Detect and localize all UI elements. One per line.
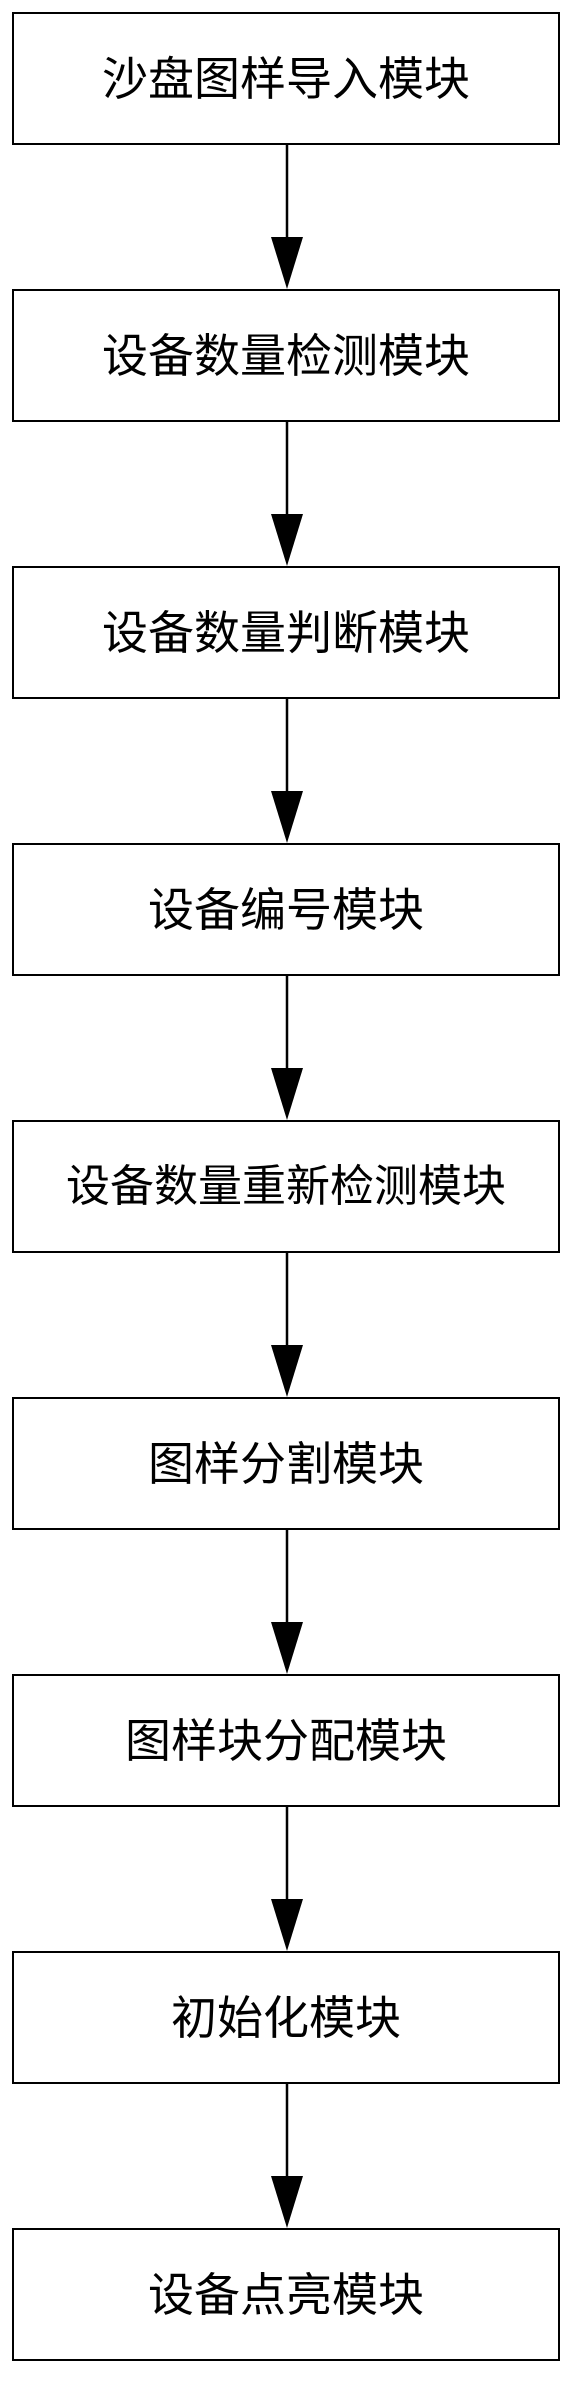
- arrow-3-to-4: [271, 699, 303, 843]
- node-label: 沙盘图样导入模块: [102, 51, 470, 106]
- node-label: 设备编号模块: [148, 882, 424, 937]
- node-label: 设备数量判断模块: [102, 605, 470, 660]
- node-pattern-segmentation: 图样分割模块: [12, 1397, 560, 1530]
- node-pattern-block-allocation: 图样块分配模块: [12, 1674, 560, 1807]
- node-device-numbering: 设备编号模块: [12, 843, 560, 976]
- node-device-count-detection: 设备数量检测模块: [12, 289, 560, 422]
- node-label: 图样块分配模块: [125, 1713, 447, 1768]
- node-label: 设备数量重新检测模块: [66, 1160, 506, 1212]
- node-device-count-redetection: 设备数量重新检测模块: [12, 1120, 560, 1253]
- arrow-6-to-7: [271, 1530, 303, 1674]
- node-device-count-judgment: 设备数量判断模块: [12, 566, 560, 699]
- node-label: 设备数量检测模块: [102, 328, 470, 383]
- arrow-4-to-5: [271, 976, 303, 1120]
- arrow-5-to-6: [271, 1253, 303, 1397]
- node-label: 图样分割模块: [148, 1436, 424, 1491]
- arrow-2-to-3: [271, 422, 303, 566]
- node-sandbox-pattern-import: 沙盘图样导入模块: [12, 12, 560, 145]
- node-initialization: 初始化模块: [12, 1951, 560, 2084]
- node-label: 设备点亮模块: [148, 2267, 424, 2322]
- arrow-7-to-8: [271, 1807, 303, 1951]
- node-device-lighting: 设备点亮模块: [12, 2228, 560, 2361]
- arrow-1-to-2: [271, 145, 303, 289]
- node-label: 初始化模块: [171, 1990, 401, 2045]
- arrow-8-to-9: [271, 2084, 303, 2228]
